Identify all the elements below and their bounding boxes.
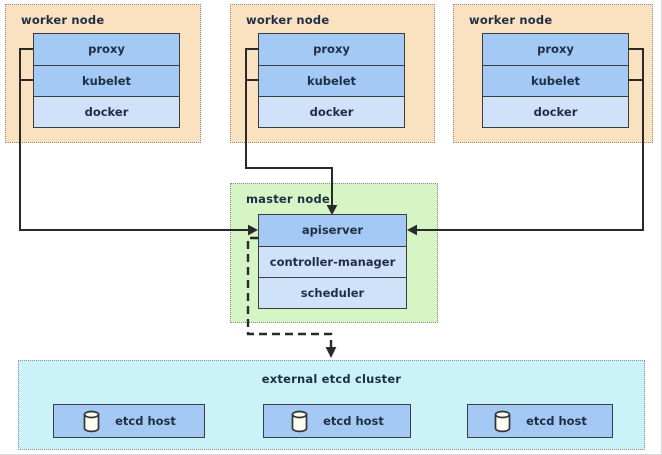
worker-node-2-stack: proxy kubelet docker (258, 33, 405, 128)
component-proxy: proxy (34, 34, 179, 65)
component-scheduler: scheduler (259, 277, 406, 308)
component-proxy: proxy (483, 34, 628, 65)
master-node: master node apiserver controller-manager… (230, 183, 438, 323)
worker-node-1: worker node proxy kubelet docker (5, 4, 201, 143)
etcd-host-2-label: etcd host (323, 414, 384, 428)
worker-node-3-label: worker node (469, 13, 553, 27)
etcd-host-3-label: etcd host (526, 414, 587, 428)
etcd-cluster-title: external etcd cluster (261, 372, 402, 386)
arrowhead-apiserver-etcd (325, 347, 337, 358)
component-proxy: proxy (259, 34, 404, 65)
etcd-host-1-label: etcd host (115, 414, 176, 428)
database-icon (291, 410, 308, 432)
component-apiserver: apiserver (259, 215, 406, 246)
component-docker: docker (34, 96, 179, 127)
worker-node-2-label: worker node (246, 13, 330, 27)
etcd-host-3: etcd host (467, 404, 613, 438)
database-icon (83, 410, 100, 432)
component-docker: docker (259, 96, 404, 127)
worker-node-1-label: worker node (21, 13, 105, 27)
worker-node-3-stack: proxy kubelet docker (482, 33, 629, 128)
component-kubelet: kubelet (34, 65, 179, 96)
worker-node-2: worker node proxy kubelet docker (230, 4, 435, 143)
worker-node-3: worker node proxy kubelet docker (453, 4, 653, 143)
worker-node-1-stack: proxy kubelet docker (33, 33, 180, 128)
database-icon (494, 410, 511, 432)
external-etcd-cluster: external etcd cluster etcd host etcd hos… (18, 360, 645, 450)
master-node-label: master node (246, 192, 330, 206)
component-kubelet: kubelet (259, 65, 404, 96)
component-docker: docker (483, 96, 628, 127)
etcd-host-2: etcd host (263, 404, 411, 438)
master-node-stack: apiserver controller-manager scheduler (258, 214, 407, 309)
etcd-host-1: etcd host (53, 404, 205, 438)
component-kubelet: kubelet (483, 65, 628, 96)
component-controller-manager: controller-manager (259, 246, 406, 277)
